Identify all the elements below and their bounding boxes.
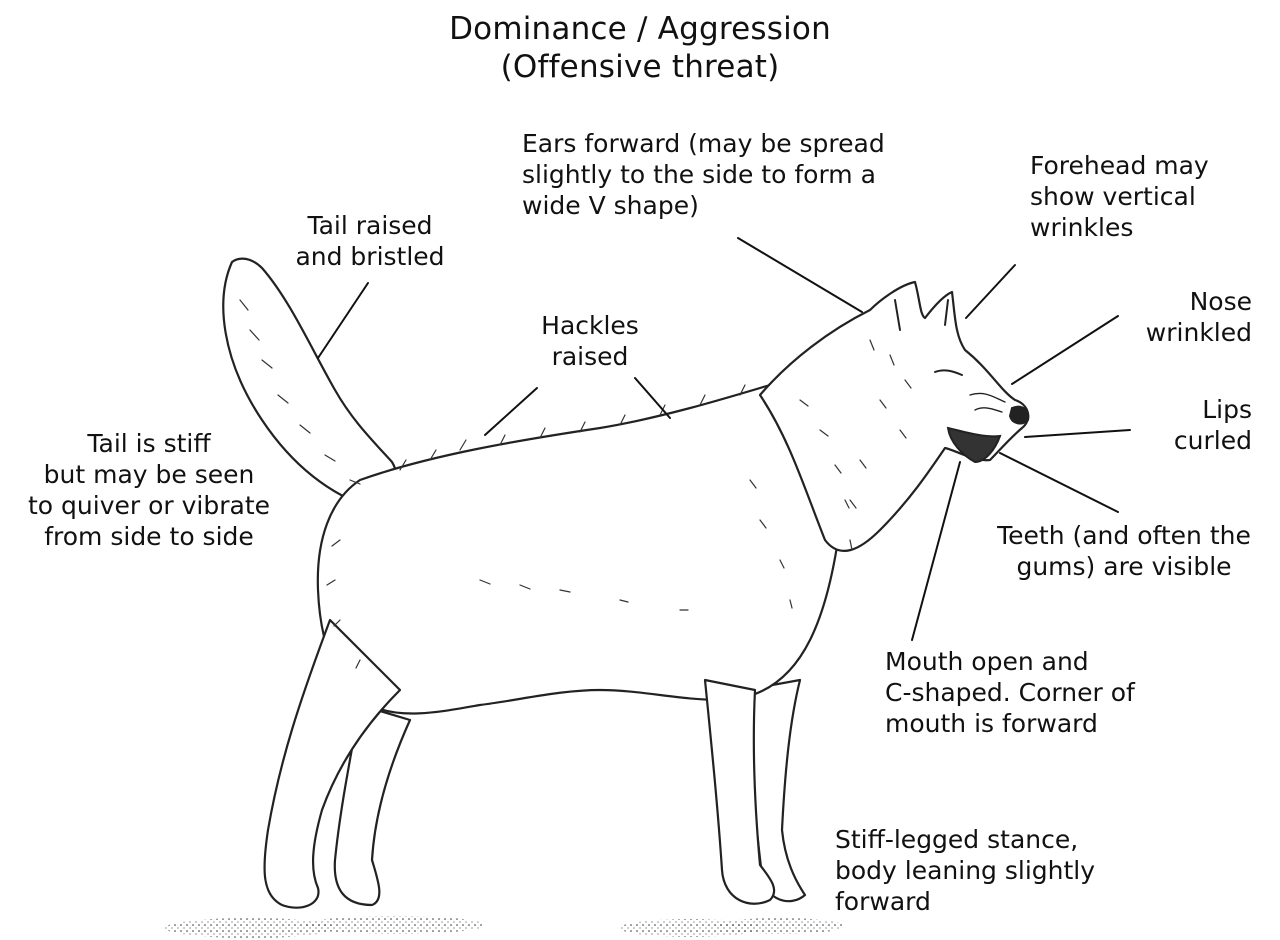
label-teeth: Teeth (and often the gums) are visible: [974, 520, 1274, 582]
label-stance: Stiff-legged stance, body leaning slight…: [835, 824, 1095, 917]
leader-teeth: [1000, 453, 1118, 512]
label-nose: Nose wrinkled: [1120, 286, 1252, 348]
leader-tail-raised: [318, 283, 368, 358]
leader-nose: [1012, 316, 1118, 384]
ground-shadow: [165, 916, 845, 938]
wolf-nose: [1010, 407, 1028, 424]
wolf-body: [318, 382, 846, 713]
title-line-2: (Offensive threat): [390, 48, 890, 86]
label-tail-stiff: Tail is stiff but may be seen to quiver …: [4, 428, 294, 552]
leader-hackles-left: [485, 388, 537, 435]
label-ears: Ears forward (may be spread slightly to …: [522, 128, 885, 221]
leader-forehead: [966, 265, 1015, 318]
leader-hackles-right: [635, 378, 670, 418]
label-lips: Lips curled: [1130, 394, 1252, 456]
label-mouth: Mouth open and C-shaped. Corner of mouth…: [885, 646, 1135, 739]
title-line-1: Dominance / Aggression: [390, 10, 890, 48]
label-tail-raised: Tail raised and bristled: [270, 210, 470, 272]
label-forehead: Forehead may show vertical wrinkles: [1030, 150, 1209, 243]
leader-ears: [738, 238, 862, 312]
leader-lips: [1025, 430, 1130, 437]
leader-mouth: [912, 462, 960, 640]
label-hackles: Hackles raised: [530, 310, 650, 372]
diagram-title: Dominance / Aggression (Offensive threat…: [390, 10, 890, 86]
